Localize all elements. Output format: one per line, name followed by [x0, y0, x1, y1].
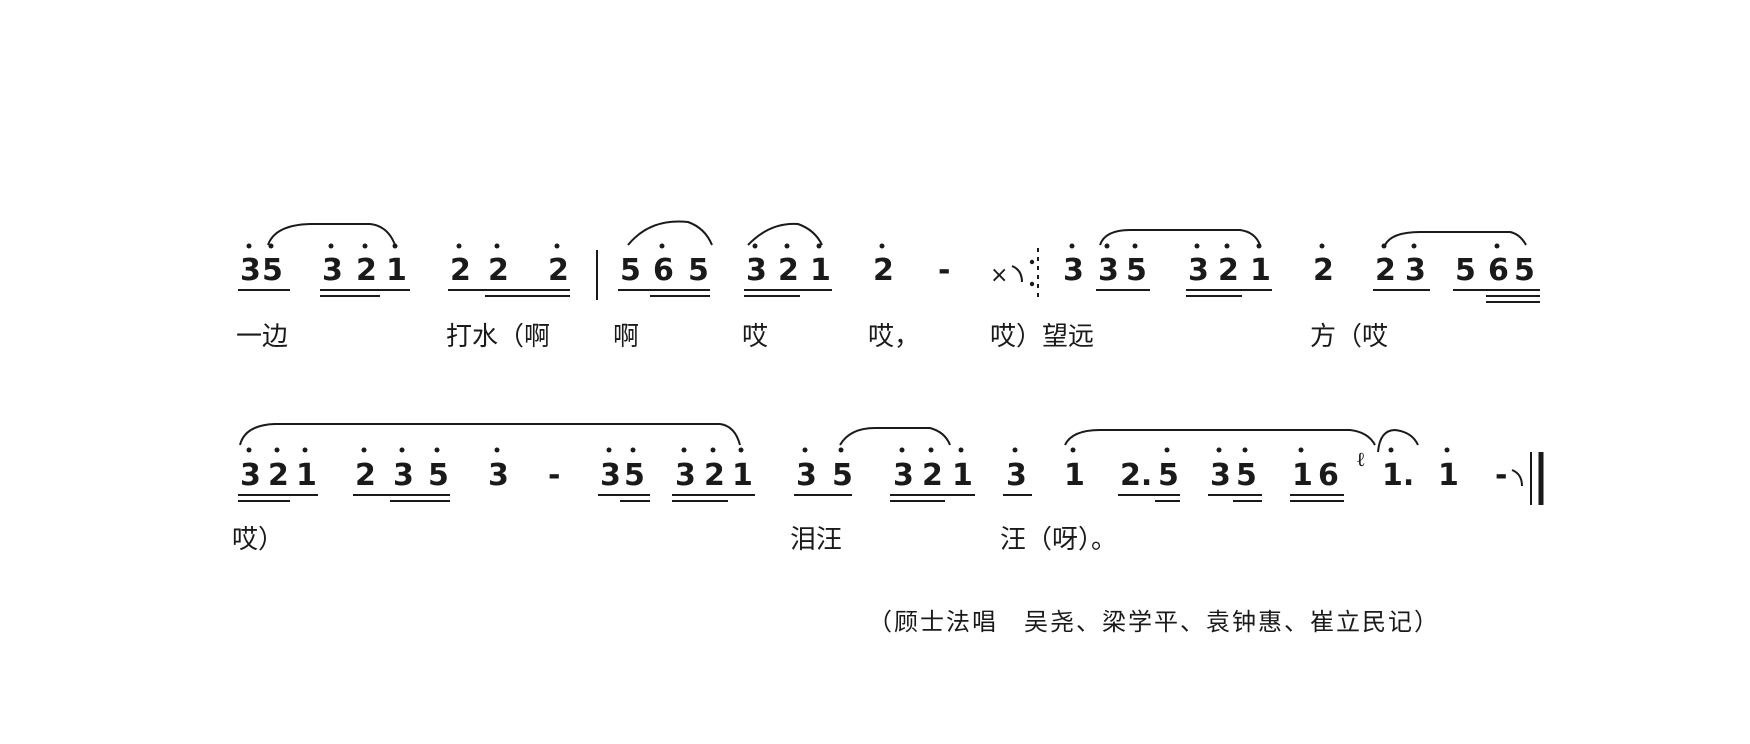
grace-note: ℓ	[1356, 447, 1366, 471]
note: 3	[393, 458, 414, 493]
lyric: 汪（呀）。	[1000, 525, 1117, 555]
slur	[627, 220, 713, 246]
octave-dots	[246, 243, 1500, 249]
note: 3	[893, 458, 914, 493]
note: 2	[1375, 253, 1396, 288]
note: 5	[1158, 458, 1179, 493]
system-2: 3 2 1 2 3 5 3 - 3 5 3 2 1 3 5 3 2 1 3 1 …	[232, 423, 1544, 555]
note: 3	[796, 458, 817, 493]
note: -	[548, 458, 560, 493]
note: 1	[296, 458, 317, 493]
note: 2	[268, 458, 289, 493]
note: 3	[1405, 253, 1426, 288]
slur	[1064, 429, 1376, 446]
note: 5	[428, 458, 449, 493]
note: 5	[1236, 458, 1257, 493]
repeat-dot	[1029, 281, 1035, 287]
note: 5	[1455, 253, 1476, 288]
note: 1	[1438, 458, 1459, 493]
slur	[1377, 428, 1419, 453]
beams	[238, 494, 1344, 502]
note: 6	[1318, 458, 1339, 493]
note: 5	[688, 253, 709, 288]
note: 1	[386, 253, 407, 288]
note: 1	[952, 458, 973, 493]
note: 1	[732, 458, 753, 493]
octave-dots	[246, 447, 1450, 453]
note: 1	[1064, 458, 1085, 493]
beams	[238, 289, 1540, 303]
note: 3	[240, 253, 261, 288]
slur	[267, 223, 396, 246]
breath-curve	[1511, 469, 1523, 487]
note: 3	[1063, 253, 1084, 288]
lyric: 泪汪	[790, 525, 842, 555]
note: 3	[1098, 253, 1119, 288]
lyric: 方（哎	[1310, 322, 1388, 352]
slur	[747, 222, 823, 246]
note: 1	[810, 253, 831, 288]
note: 3	[488, 458, 509, 493]
slur	[1384, 231, 1527, 246]
note: 5	[1514, 253, 1535, 288]
note: 6	[653, 253, 674, 288]
note: 1	[1292, 458, 1313, 493]
note: 2	[922, 458, 943, 493]
lyric: 哎）	[232, 525, 284, 555]
lyric: 哎，	[868, 322, 920, 352]
note: -	[1495, 458, 1507, 493]
note: 5	[1126, 253, 1147, 288]
lyric: 打水（啊	[446, 322, 550, 352]
breath-curve	[1011, 265, 1023, 283]
system-1: 3 5 3 2 1 2 2 2 5 6 5 3 2 1 2 - 3 3 5 3 …	[236, 220, 1540, 352]
repeat-dot	[1029, 259, 1035, 265]
lyric: 啊	[613, 322, 639, 352]
note: 2	[704, 458, 725, 493]
note: 3	[675, 458, 696, 493]
note: 2	[1218, 253, 1239, 288]
note: 5	[262, 253, 283, 288]
note: 3	[600, 458, 621, 493]
note: 6	[1488, 253, 1509, 288]
note: 2	[778, 253, 799, 288]
note: 3	[240, 458, 261, 493]
credit-line: （顾士法唱 吴尧、梁学平、袁钟惠、崔立民记）	[868, 608, 1440, 636]
note: 3	[1006, 458, 1027, 493]
note: 5	[832, 458, 853, 493]
note: 2	[548, 253, 569, 288]
note: 5	[624, 458, 645, 493]
note: 2	[356, 253, 377, 288]
note: 1.	[1382, 458, 1414, 493]
lyric: 哎）望远	[990, 322, 1094, 352]
note: 2	[1313, 253, 1334, 288]
note: 3	[1210, 458, 1231, 493]
note: 2	[355, 458, 376, 493]
slur	[239, 423, 741, 446]
lyric: 哎	[742, 322, 768, 352]
note: 5	[620, 253, 641, 288]
lyric: 一边	[236, 322, 288, 352]
slur	[1099, 229, 1261, 246]
note: 1	[1250, 253, 1271, 288]
slur	[839, 427, 951, 446]
note: 2	[873, 253, 894, 288]
note: -	[938, 253, 950, 288]
note: 3	[1188, 253, 1209, 288]
note: 2	[450, 253, 471, 288]
note: 3	[322, 253, 343, 288]
note: 2	[488, 253, 509, 288]
breath-mark: ×	[990, 263, 1008, 288]
note: 2.	[1120, 458, 1152, 493]
note: 3	[746, 253, 767, 288]
